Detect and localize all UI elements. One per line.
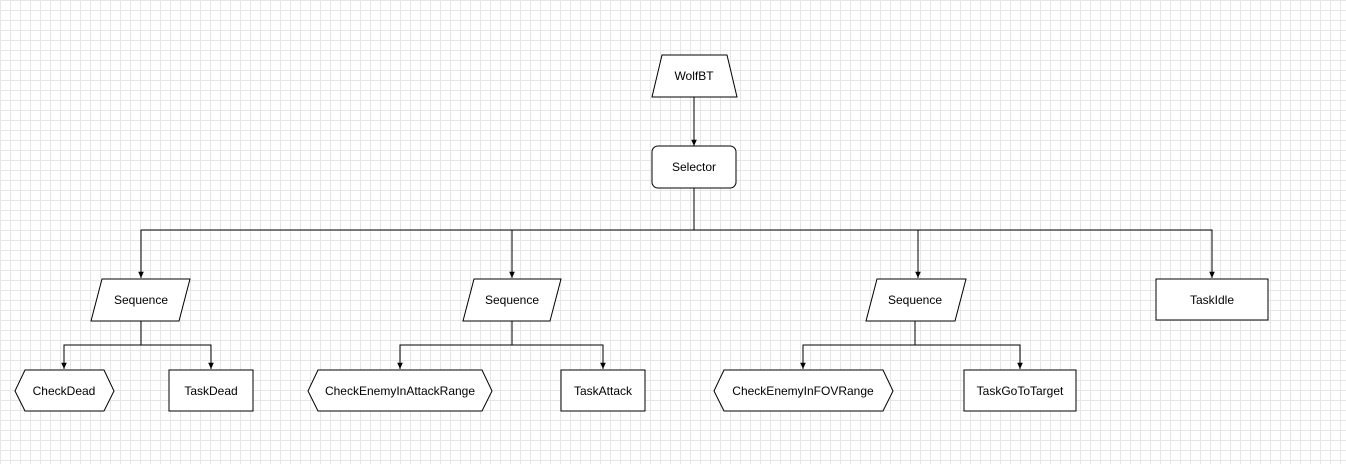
node-seq-dead-label: Sequence [114,293,168,307]
node-check-fov-range-shape [713,369,894,412]
node-seq-attack-label: Sequence [485,293,539,307]
node-selector[interactable]: Selector [651,145,737,189]
node-selector-shape [651,145,737,189]
edge-seq-attack-check-range [397,321,513,369]
edge-selector-seq-attack [509,188,695,278]
node-seq-goto-shape [865,278,967,322]
node-check-dead[interactable]: CheckDead [14,369,115,412]
node-task-idle-shape [1155,278,1269,321]
node-seq-attack[interactable]: Sequence [462,278,562,322]
node-seq-dead[interactable]: Sequence [90,278,191,322]
node-seq-dead-shape [90,278,191,322]
node-check-dead-label: CheckDead [33,384,96,398]
node-task-attack-shape [560,369,646,412]
edge-seq-dead-task-dead [140,321,214,369]
node-task-dead-shape [168,369,254,412]
node-task-attack-label: TaskAttack [574,384,633,398]
node-task-goto-target-label: TaskGoToTarget [977,384,1064,398]
node-check-fov-range[interactable]: CheckEnemyInFOVRange [713,369,894,412]
node-task-dead-label: TaskDead [184,384,237,398]
node-task-idle[interactable]: TaskIdle [1155,278,1269,321]
edge-seq-goto-task-goto [914,321,1023,369]
edge-seq-dead-check-dead [61,321,142,369]
node-task-dead[interactable]: TaskDead [168,369,254,412]
node-check-attack-range[interactable]: CheckEnemyInAttackRange [307,369,493,412]
edge-seq-goto-check-fov [800,321,916,369]
node-check-dead-shape [14,369,115,412]
node-task-attack[interactable]: TaskAttack [560,369,646,412]
node-check-attack-range-label: CheckEnemyInAttackRange [325,384,475,398]
node-check-attack-range-shape [307,369,493,412]
node-task-idle-label: TaskIdle [1190,293,1234,307]
node-selector-label: Selector [672,160,716,174]
nodes: WolfBT Selector Sequence Sequence Sequen… [14,54,1269,412]
node-seq-goto-label: Sequence [888,293,942,307]
edge-selector-task-idle [693,188,1215,278]
node-check-fov-range-label: CheckEnemyInFOVRange [732,384,874,398]
edge-selector-seq-dead [138,188,695,278]
node-root[interactable]: WolfBT [651,54,738,98]
node-root-label: WolfBT [674,69,714,83]
node-root-shape [651,54,738,98]
node-task-goto-target[interactable]: TaskGoToTarget [963,369,1077,412]
edge-selector-seq-goto [693,188,921,278]
node-task-goto-target-shape [963,369,1077,412]
edges [61,97,1215,369]
node-seq-goto[interactable]: Sequence [865,278,967,322]
node-seq-attack-shape [462,278,562,322]
edge-seq-attack-task-attack [511,321,606,369]
